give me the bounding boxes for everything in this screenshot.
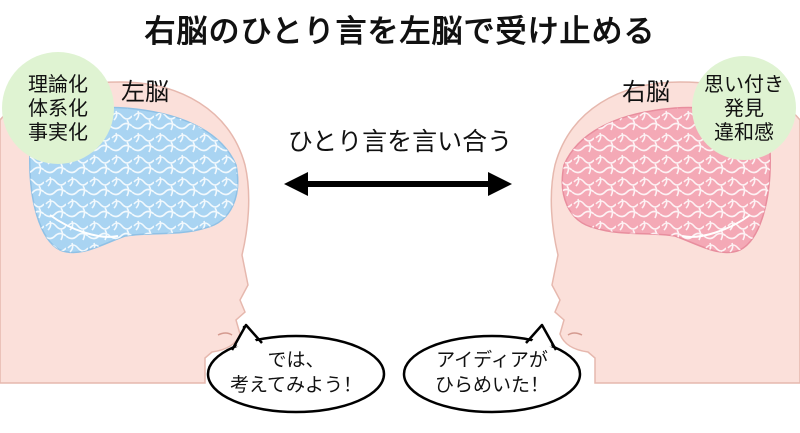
right-traits: 思い付き 発見 違和感	[694, 72, 794, 144]
left-speech-bubble	[206, 323, 386, 414]
right-brain-label: 右脳	[622, 78, 670, 106]
left-trait-1: 理論化	[28, 72, 88, 96]
left-speech-line-2: 考えてみよう！	[229, 374, 363, 396]
left-brain-label: 左脳	[121, 78, 169, 106]
diagram-title: 右脳のひとり言を左脳で受け止める	[144, 14, 656, 50]
right-speech-line-2: ひらめいた！	[434, 374, 549, 396]
left-traits-circle	[2, 52, 114, 164]
left-trait-2: 体系化	[28, 96, 88, 120]
right-speech-line-1: アイディアが	[436, 349, 548, 371]
right-trait-2: 発見	[724, 96, 764, 120]
right-speech-text: アイディアが ひらめいた！	[412, 348, 572, 398]
right-traits-circle	[692, 56, 796, 160]
left-speech-line-1: では、	[267, 349, 325, 371]
left-traits: 理論化 体系化 事実化	[8, 72, 108, 144]
center-caption: ひとり言を言い合う	[287, 127, 513, 156]
right-trait-3: 違和感	[714, 120, 774, 144]
right-speech-bubble	[402, 323, 582, 414]
left-speech-text: では、 考えてみよう！	[216, 348, 376, 398]
double-headed-arrow	[284, 172, 512, 196]
right-trait-1: 思い付き	[704, 72, 784, 96]
left-trait-3: 事実化	[28, 120, 88, 144]
